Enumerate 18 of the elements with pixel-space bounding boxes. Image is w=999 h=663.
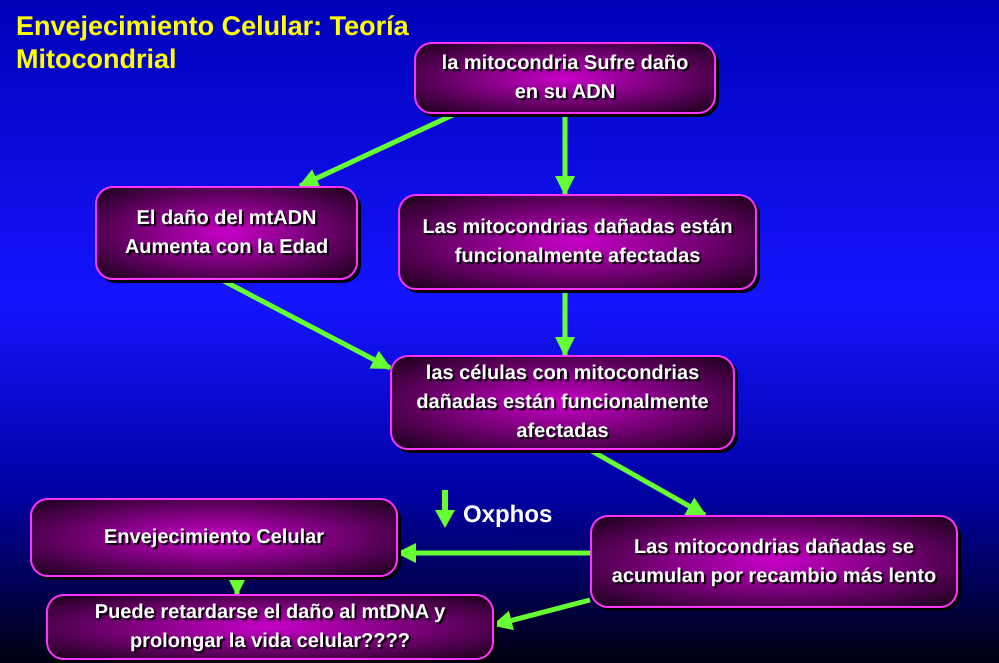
box-text: la mitocondria Sufre daño en su ADN bbox=[440, 51, 690, 105]
label: Oxphos bbox=[463, 500, 552, 530]
box-text: Las mitocondrias dañadas están funcionalmente afectadas bbox=[421, 215, 734, 269]
box-text: las células con mitocondrias dañadas están funcionalmente afectadas bbox=[415, 361, 710, 444]
arrow bbox=[555, 114, 575, 196]
box-text: Puede retardarse el daño al mtDNA y prolongar la vida celular???? bbox=[94, 600, 446, 654]
box-text: El daño del mtADN Aumenta con la Edad bbox=[124, 206, 330, 260]
process-box bbox=[30, 498, 398, 577]
process-box bbox=[390, 355, 735, 450]
process-box bbox=[590, 515, 958, 608]
box-text: Las mitocondrias dañadas se acumulan por recambio más lento bbox=[610, 534, 938, 588]
arrow bbox=[555, 290, 575, 357]
box-text: Envejecimiento Celular bbox=[102, 525, 326, 550]
process-box bbox=[398, 194, 757, 290]
title: Envejecimiento Celular: Teoría Mitocondrial bbox=[16, 10, 410, 76]
process-box bbox=[46, 594, 494, 660]
process-box bbox=[414, 42, 716, 114]
process-box bbox=[95, 186, 358, 280]
